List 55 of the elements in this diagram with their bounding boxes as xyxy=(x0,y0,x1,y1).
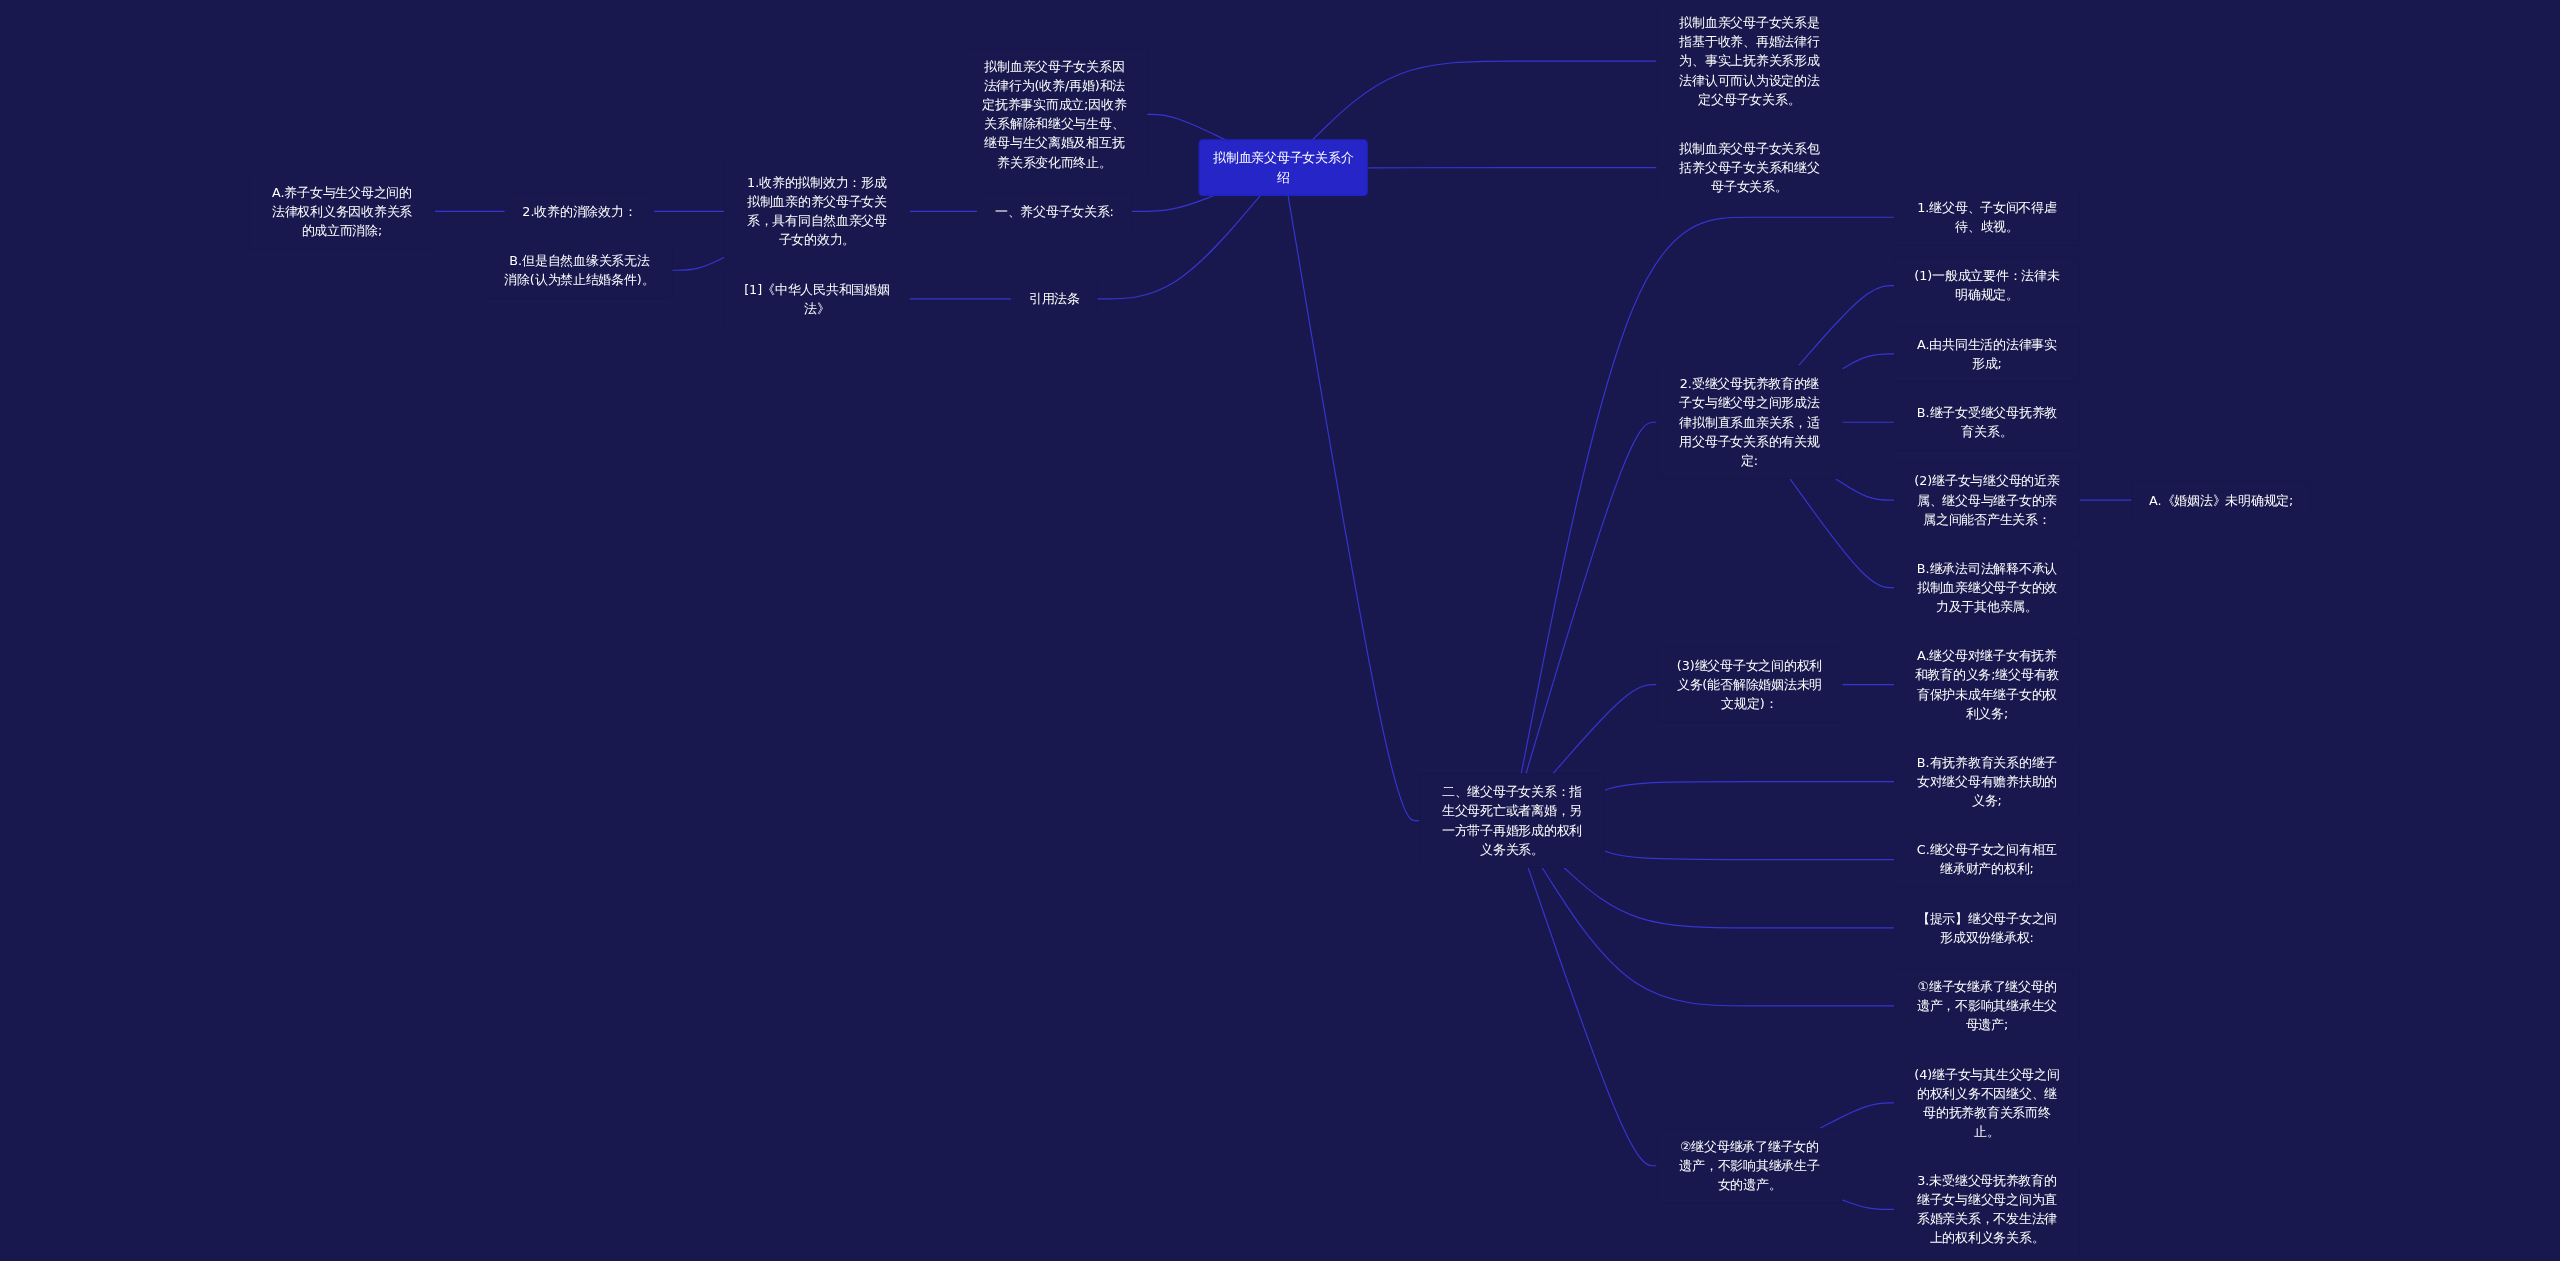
node-text: C.继父母子女之间有相互继承财产的权利; xyxy=(1916,842,2058,877)
connector xyxy=(671,256,725,271)
connector xyxy=(1604,781,1895,791)
node-text: (3)继父母子女之间的权利义务(能否解除婚姻法未明文规定)： xyxy=(1676,658,1823,712)
node-text: 二、继父母子女关系：指生父母死亡或者离婚，另一方带子再婚形成的权利义务关系。 xyxy=(1441,784,1583,857)
connector xyxy=(1604,850,1895,861)
connector xyxy=(1789,478,1895,589)
node-text: B.继子女受继父母抚养教育关系。 xyxy=(1916,405,2058,440)
node-text: [1]《中华人民共和国婚姻法》 xyxy=(744,282,890,316)
node-text: A.养子女与生父母之间的法律权利义务因收养关系的成立而消除; xyxy=(271,185,412,238)
node-text: B.继承法司法解释不承认拟制血亲继父母子女的效力及于其他亲属。 xyxy=(1916,561,2058,614)
connector xyxy=(434,210,506,212)
connector xyxy=(1527,866,1658,1167)
connector xyxy=(1834,478,1895,501)
connector xyxy=(1525,421,1658,775)
node-text: ①继子女继承了继父母的遗产，不影响其继承生父母遗产; xyxy=(1916,979,2058,1033)
connector xyxy=(2079,499,2133,501)
node-text: 1.收养的拟制效力：形成拟制血亲的养父母子女关系，具有同自然血亲父母子女的效力。 xyxy=(746,175,887,248)
connector xyxy=(1096,195,1261,300)
connector xyxy=(908,298,1013,300)
connector xyxy=(1311,60,1658,141)
node-text: A.《婚姻法》未明确规定; xyxy=(2149,492,2294,508)
node-text: 一、养父母子女关系: xyxy=(994,204,1114,219)
node-text: B.但是自然血缘关系无法消除(认为禁止结婚条件)。 xyxy=(504,253,655,288)
connector xyxy=(1841,353,1895,370)
node-text: ②继父母继承了继子女的遗产，不影响其继承生子女的遗产。 xyxy=(1679,1139,1820,1193)
connector xyxy=(1541,866,1895,1007)
node-text: 【提示】继父母子女之间形成双份继承权: xyxy=(1916,911,2058,945)
node-text: 1.继父母、子女间不得虐待、歧视。 xyxy=(1917,200,2057,235)
connector xyxy=(1520,216,1895,775)
connector xyxy=(653,210,725,212)
node-text: (4)继子女与其生父母之间的权利义务不因继父、继母的抚养教育关系而终止。 xyxy=(1914,1066,2060,1139)
node-text: 引用法条 xyxy=(1028,291,1080,307)
node-text: B.有抚养教育关系的继子女对继父母有赡养扶助的义务; xyxy=(1916,755,2058,809)
connector xyxy=(1563,866,1895,929)
node-text: 2.收养的消除效力： xyxy=(522,204,637,219)
node-text: 拟制血亲父母子女关系是指基于收养、再婚法律行为、事实上抚养关系形成法律认可而认为设定的法定父母子女关系。 xyxy=(1679,15,1820,107)
node-text: 3.未受继父母抚养教育的继子女与继父母之间为直系婚亲关系，不发生法律上的权利义务关系。 xyxy=(1916,1173,2058,1246)
node-text: A.由共同生活的法律事实形成; xyxy=(1916,337,2057,371)
connector xyxy=(1841,421,1895,423)
node-text: 拟制血亲父母子女关系因法律行为(收养/再婚)和法定抚养事实而成立;因收养关系解除和继父与生母、继母与生父离婚及相互抚养关系变化而终止。 xyxy=(982,59,1127,170)
connector xyxy=(1552,684,1658,775)
connector xyxy=(1366,167,1658,169)
node-text: A.继父母对继子女有抚养和教育的义务;继父母有教育保护未成年继子女的权利义务; xyxy=(1914,648,2060,721)
connector xyxy=(1287,195,1420,822)
node-text: 拟制血亲父母子女关系包括养父母子女关系和继父母子女关系。 xyxy=(1679,141,1820,195)
node-text: (2)继子女与继父母的近亲属、继父母与继子女的亲属之间能否产生关系： xyxy=(1914,473,2060,527)
connector xyxy=(1819,1102,1895,1129)
connector xyxy=(1130,195,1215,212)
connector xyxy=(1797,285,1895,367)
node-text: 2.受继父母抚养教育的继子女与继父母之间形成法律拟制直系血亲关系，适用父母子女关系的有关规定: xyxy=(1679,376,1820,468)
connector xyxy=(908,210,979,212)
node-text: (1)一般成立要件：法律未明确规定。 xyxy=(1914,268,2060,303)
connector xyxy=(1841,684,1895,686)
connector xyxy=(1841,1199,1895,1211)
